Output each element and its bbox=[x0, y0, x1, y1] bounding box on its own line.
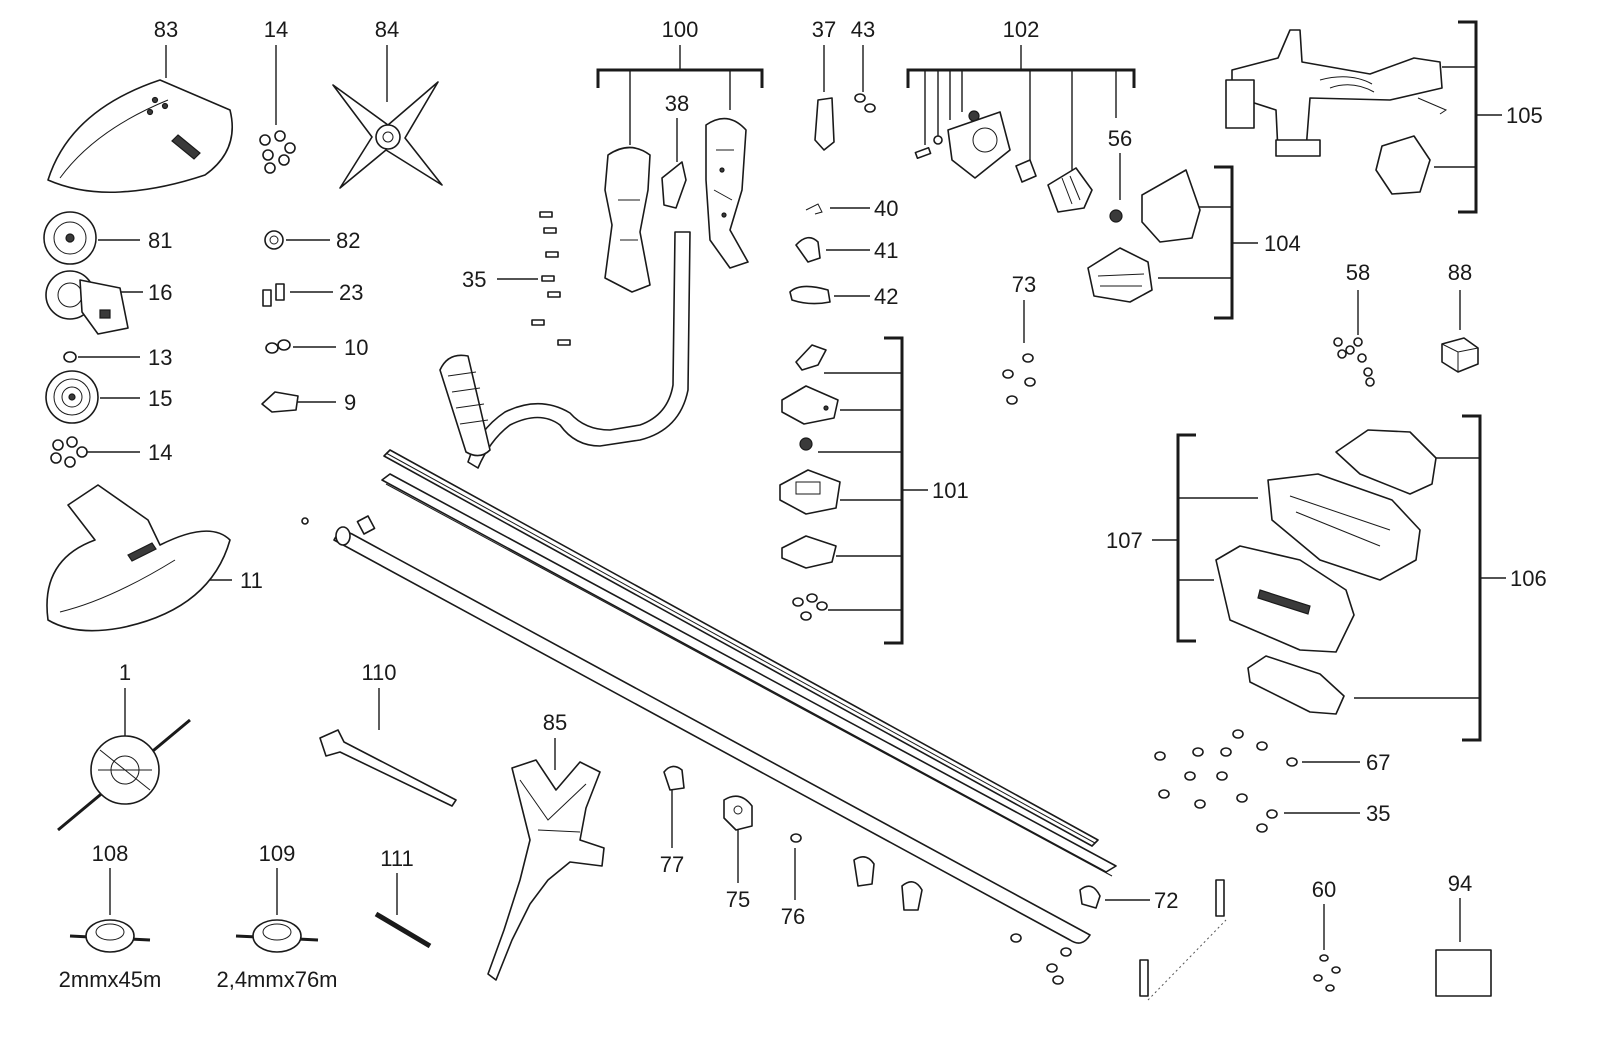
callout-85: 85 bbox=[543, 710, 567, 735]
callout-106: 106 bbox=[1510, 566, 1547, 591]
part-110-wrench bbox=[319, 729, 457, 807]
callout-67: 67 bbox=[1366, 750, 1390, 775]
part-75-clip bbox=[723, 795, 753, 831]
callout-42: 42 bbox=[874, 284, 898, 309]
callout-105: 105 bbox=[1506, 103, 1543, 128]
callout-14-top: 14 bbox=[264, 17, 288, 42]
callout-72: 72 bbox=[1154, 888, 1178, 913]
callout-109: 109 bbox=[259, 841, 296, 866]
part-88-block bbox=[1441, 337, 1479, 373]
callout-9: 9 bbox=[344, 390, 356, 415]
callout-94: 94 bbox=[1448, 871, 1472, 896]
part-77-clip bbox=[663, 765, 685, 791]
callout-110: 110 bbox=[361, 660, 396, 685]
callout-35-right: 35 bbox=[1366, 801, 1390, 826]
part-58-screws bbox=[1333, 337, 1375, 387]
callout-23: 23 bbox=[339, 280, 363, 305]
brackets bbox=[596, 20, 1506, 742]
part-82-nut bbox=[264, 230, 284, 250]
callout-41: 41 bbox=[874, 238, 898, 263]
parts bbox=[43, 29, 1492, 997]
callout-102: 102 bbox=[1003, 17, 1040, 42]
part-85-harness bbox=[487, 759, 605, 981]
callout-38: 38 bbox=[665, 91, 689, 116]
callout-10: 10 bbox=[344, 335, 368, 360]
part-9-bracket bbox=[261, 391, 299, 413]
part-13-screw bbox=[63, 351, 77, 363]
callout-76: 76 bbox=[781, 904, 805, 929]
callout-16: 16 bbox=[148, 280, 172, 305]
callout-81: 81 bbox=[148, 228, 172, 253]
part-84-blade bbox=[332, 81, 443, 189]
callout-100: 100 bbox=[662, 17, 699, 42]
callout-37: 37 bbox=[812, 17, 836, 42]
callout-56: 56 bbox=[1108, 126, 1132, 151]
part-67-35-screws bbox=[1154, 729, 1298, 833]
part-shaft-screws bbox=[1010, 933, 1072, 985]
callout-40: 40 bbox=[874, 196, 898, 221]
part-101-assembly bbox=[779, 344, 841, 621]
callout-43: 43 bbox=[851, 17, 875, 42]
part-10-nuts bbox=[265, 339, 291, 354]
callout-77: 77 bbox=[660, 852, 684, 877]
part-pins bbox=[1139, 879, 1225, 997]
part-shafts bbox=[301, 449, 1117, 944]
callout-11: 11 bbox=[240, 568, 263, 593]
part-111-rod bbox=[374, 911, 432, 949]
callout-108: 108 bbox=[92, 841, 129, 866]
part-37-latch bbox=[814, 97, 835, 151]
callout-75: 75 bbox=[726, 887, 750, 912]
part-40-spring bbox=[805, 203, 823, 215]
callout-82: 82 bbox=[336, 228, 360, 253]
callout-111: 111 bbox=[380, 846, 413, 871]
callout-107: 107 bbox=[1106, 528, 1143, 553]
callout-83: 83 bbox=[154, 17, 178, 42]
part-73-screws bbox=[1002, 353, 1036, 405]
part-42-button bbox=[789, 285, 831, 305]
part-23-bolts bbox=[262, 283, 285, 307]
part-83-guard bbox=[47, 79, 234, 194]
spool-spec-109: 2,4mmx76m bbox=[216, 967, 337, 992]
callout-35-left: 35 bbox=[462, 267, 486, 292]
callout-88: 88 bbox=[1448, 260, 1472, 285]
part-105-harness bbox=[1225, 29, 1448, 195]
callout-104: 104 bbox=[1264, 231, 1301, 256]
part-108-spool bbox=[69, 919, 151, 953]
part-94-label bbox=[1435, 949, 1492, 997]
part-102-assembly bbox=[914, 110, 1123, 223]
part-38-trigger bbox=[661, 161, 687, 209]
part-72-clamp bbox=[1079, 885, 1101, 909]
part-104-motor bbox=[1087, 169, 1201, 303]
part-15-disc bbox=[45, 370, 99, 424]
callout-58: 58 bbox=[1346, 260, 1370, 285]
part-43-screws bbox=[854, 93, 876, 113]
callout-1: 1 bbox=[119, 660, 131, 685]
part-76-pin bbox=[790, 833, 802, 843]
callout-numbers: 83 14 84 100 37 43 102 105 38 56 40 41 4… bbox=[59, 17, 1547, 992]
part-106-housing bbox=[1215, 429, 1437, 715]
part-16-gearhead bbox=[45, 270, 129, 335]
part-clips-shaft bbox=[853, 856, 923, 911]
part-14-screws-top bbox=[259, 130, 296, 174]
callout-13: 13 bbox=[148, 345, 172, 370]
callout-84: 84 bbox=[375, 17, 399, 42]
part-1-trimmer-head bbox=[57, 718, 191, 832]
part-11-guard bbox=[46, 484, 231, 632]
callout-101: 101 bbox=[932, 478, 969, 503]
part-81-washer bbox=[43, 211, 97, 265]
spool-spec-108: 2mmx45m bbox=[59, 967, 162, 992]
callout-73: 73 bbox=[1012, 272, 1036, 297]
part-41-lever bbox=[795, 236, 821, 263]
part-60-screws bbox=[1313, 954, 1341, 992]
callout-15: 15 bbox=[148, 386, 172, 411]
part-100-handle-halves bbox=[604, 117, 749, 293]
callout-14-lower: 14 bbox=[148, 440, 172, 465]
callout-60: 60 bbox=[1312, 877, 1336, 902]
part-loop-handle bbox=[439, 231, 691, 469]
part-109-spool bbox=[235, 919, 319, 953]
part-35-screws-left bbox=[531, 211, 571, 346]
part-14-screws-lower bbox=[50, 436, 88, 468]
